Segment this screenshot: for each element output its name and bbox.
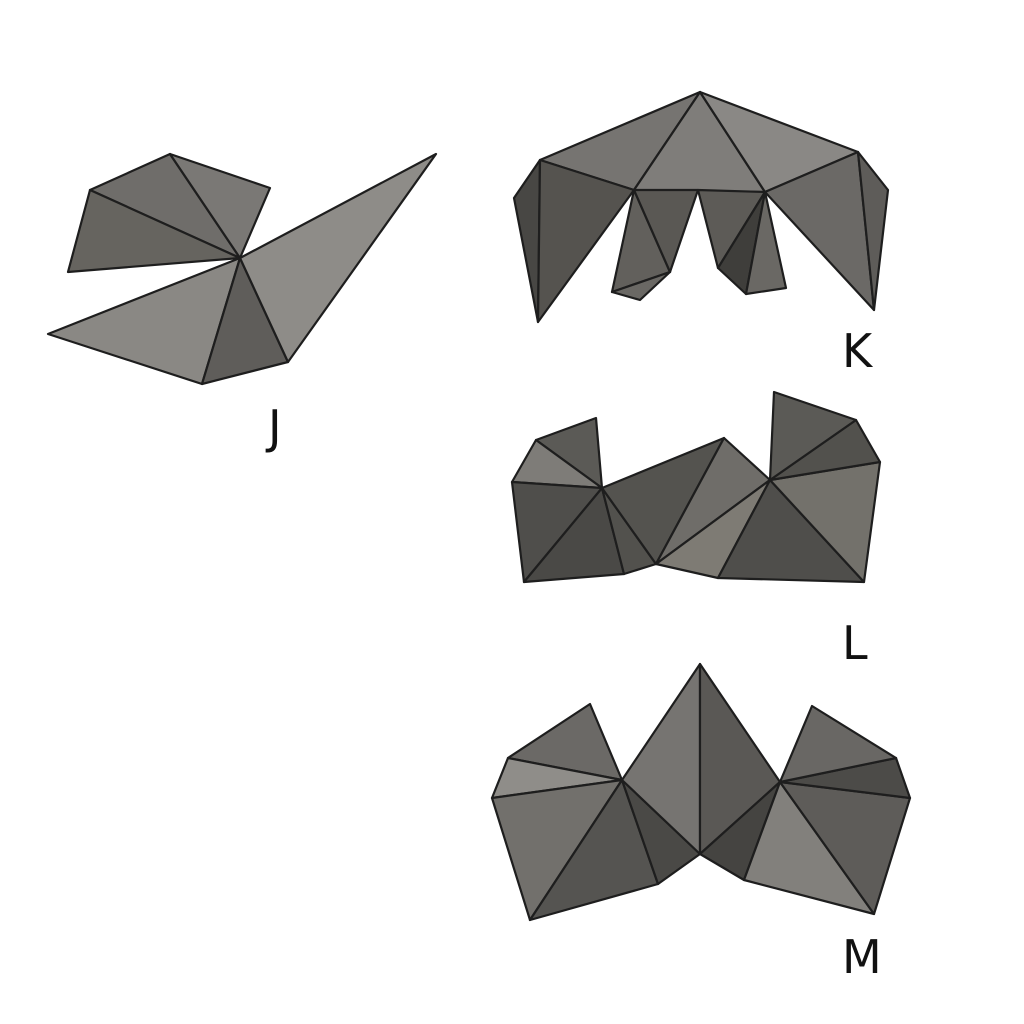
net-j-face <box>238 152 438 364</box>
label-k: K <box>842 324 873 378</box>
net-m-face <box>778 704 898 784</box>
net-j <box>46 152 438 386</box>
net-k-face <box>610 270 672 302</box>
label-j: J <box>268 400 282 454</box>
net-k-face <box>744 190 788 296</box>
net-l-face <box>768 390 858 482</box>
label-l: L <box>842 616 868 670</box>
net-k-face <box>632 188 700 274</box>
net-k <box>512 90 890 324</box>
net-l <box>510 390 882 584</box>
net-k-face <box>512 158 542 324</box>
net-j-face <box>168 152 272 260</box>
net-k-face <box>856 150 890 312</box>
net-j-face <box>66 188 242 274</box>
net-k-face <box>536 158 636 324</box>
net-m <box>490 662 912 922</box>
label-m: M <box>842 930 882 984</box>
